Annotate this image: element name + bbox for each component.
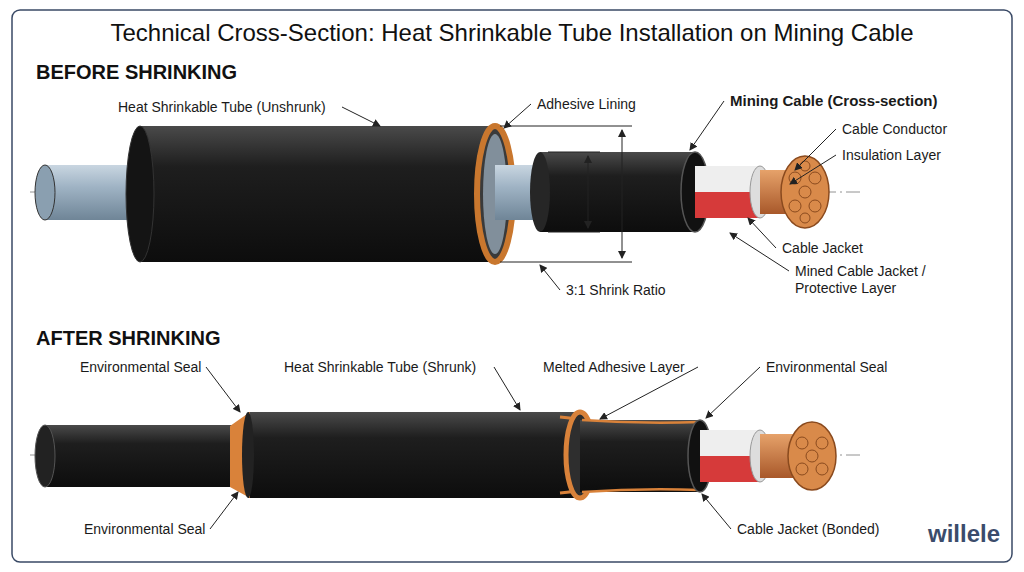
section-heading: BEFORE SHRINKING [36, 60, 237, 84]
part-label: Environmental Seal [84, 521, 205, 538]
diagram-title: Technical Cross-Section: Heat Shrinkable… [0, 18, 1024, 48]
part-label: Cable Jacket [782, 240, 863, 257]
part-label: Cable Jacket (Bonded) [737, 521, 879, 538]
part-label: Mined Cable Jacket / Protective Layer [795, 263, 960, 297]
dimension-label: 3:1 Shrink Ratio [566, 282, 666, 299]
part-label: Heat Shrinkable Tube (Shrunk) [284, 359, 476, 376]
part-label: Cable Conductor [842, 121, 947, 138]
watermark: willele [928, 520, 1000, 548]
part-label: Melted Adhesive Layer [543, 359, 685, 376]
section-heading: AFTER SHRINKING [36, 326, 220, 350]
part-label: Environmental Seal [766, 359, 887, 376]
part-label: Insulation Layer [842, 147, 941, 164]
part-label: Environmental Seal [80, 359, 201, 376]
part-label: Adhesive Lining [537, 96, 636, 113]
part-label: Heat Shrinkable Tube (Unshrunk) [118, 99, 326, 116]
part-label: Mining Cable (Cross-section) [730, 92, 938, 109]
